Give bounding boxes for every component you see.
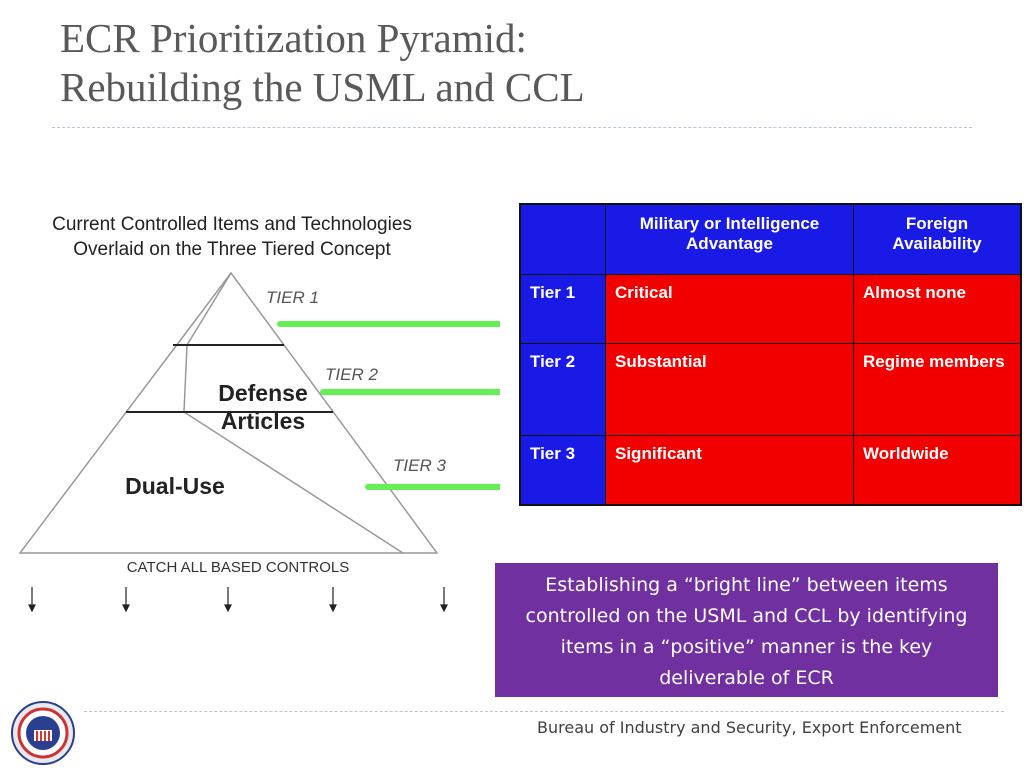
row-advantage-cell: Significant (605, 435, 854, 506)
row-advantage-cell: Critical (605, 274, 854, 344)
pyramid-outline (18, 271, 439, 554)
defense-articles-label-line-1: Defense (218, 380, 307, 406)
dual-use-label: Dual-Use (125, 473, 225, 499)
row-tier-cell: Tier 2 (519, 343, 606, 436)
tier-2-label: TIER 2 (325, 365, 378, 384)
title-line-2: Rebuilding the USML and CCL (60, 64, 585, 110)
table-header-cell-empty (519, 203, 606, 275)
catch-all-label: CATCH ALL BASED CONTROLS (127, 559, 350, 576)
tier-3-green-arrow-icon (365, 484, 500, 490)
table-header-row: Military or Intelligence Advantage Forei… (519, 203, 1022, 275)
row-tier-cell: Tier 1 (519, 274, 606, 344)
table-row: Tier 3 Significant Worldwide (519, 435, 1022, 506)
table-row: Tier 1 Critical Almost none (519, 274, 1022, 344)
row-advantage-cell: Substantial (605, 343, 854, 436)
down-arrow-icon (440, 587, 448, 613)
footer-divider (84, 711, 1004, 712)
department-of-commerce-seal-icon (11, 701, 75, 765)
down-arrow-icon (28, 587, 36, 613)
row-availability-cell: Almost none (853, 274, 1022, 344)
tier-criteria-table: Military or Intelligence Advantage Forei… (519, 203, 1022, 506)
tier-pyramid-diagram: Current Controlled Items and Technologie… (18, 214, 500, 613)
tier-2-green-arrow-icon (320, 389, 500, 395)
table-header-availability: Foreign Availability (853, 203, 1022, 275)
down-arrow-icon (224, 587, 232, 613)
row-tier-cell: Tier 3 (519, 435, 606, 506)
tier-1-green-arrow-icon (277, 321, 500, 327)
key-deliverable-callout: Establishing a “bright line” between ite… (495, 563, 998, 697)
footer-text: Bureau of Industry and Security, Export … (537, 718, 962, 737)
down-arrow-icon (122, 587, 130, 613)
catch-all-down-arrows (28, 587, 448, 613)
down-arrow-icon (329, 587, 337, 613)
pyramid-caption-line-1: Current Controlled Items and Technologie… (52, 214, 412, 235)
slide-title: ECR Prioritization Pyramid: Rebuilding t… (60, 14, 960, 112)
tier-1-label: TIER 1 (266, 288, 319, 307)
defense-articles-label-line-2: Articles (221, 408, 305, 434)
tier-3-label: TIER 3 (393, 456, 446, 475)
row-availability-cell: Worldwide (853, 435, 1022, 506)
pyramid-caption-line-2: Overlaid on the Three Tiered Concept (73, 239, 391, 260)
title-line-1: ECR Prioritization Pyramid: (60, 15, 527, 61)
title-divider (52, 127, 972, 128)
table-row: Tier 2 Substantial Regime members (519, 343, 1022, 436)
table-header-advantage: Military or Intelligence Advantage (605, 203, 854, 275)
row-availability-cell: Regime members (853, 343, 1022, 436)
